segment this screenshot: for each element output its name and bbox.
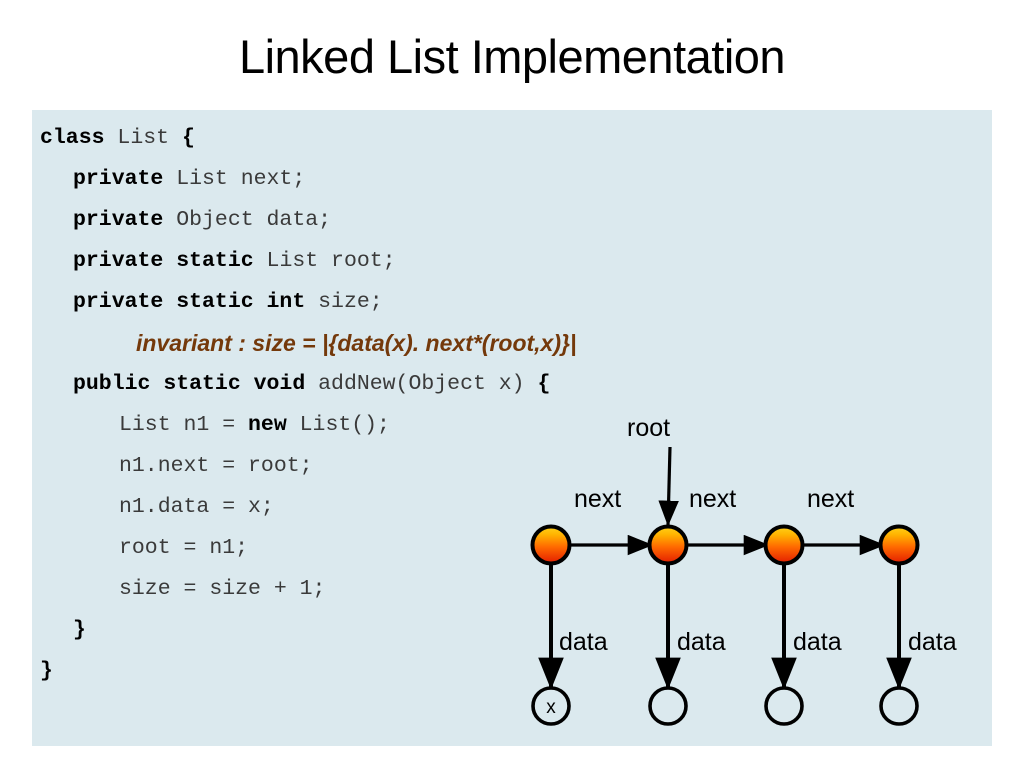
code-keyword: { [181,126,195,150]
data-node-2 [648,686,688,726]
code-keyword: { [537,372,551,396]
data-node-1 [531,686,571,726]
code-keyword: } [73,618,86,642]
code-panel: class List {private List next;private Ob… [32,110,992,746]
code-line: } [40,610,600,651]
data-node-1-value: x [546,697,556,718]
page-title: Linked List Implementation [238,30,786,83]
code-text: size = size + 1; [119,577,326,601]
code-line: private List next; [40,159,600,200]
code-text: List next; [176,167,306,191]
data-label-4: data [908,628,957,656]
code-listing: class List {private List next;private Ob… [40,118,600,692]
code-text: addNew(Object x) [318,372,538,396]
code-keyword: public static void [73,372,319,396]
code-line: } [40,651,600,692]
code-text: size; [318,290,383,314]
data-node-3 [764,686,804,726]
code-keyword: } [40,659,53,683]
code-keyword: private [73,208,177,232]
code-line: n1.data = x; [40,487,600,528]
data-label-2: data [677,628,726,656]
data-node-4 [879,686,919,726]
next-label-2: next [689,485,736,513]
code-line: private static int size; [40,282,600,323]
code-keyword: class [40,126,118,150]
list-node-2 [647,524,689,566]
root-label: root [627,414,670,442]
code-line: List n1 = new List(); [40,405,600,446]
code-line: size = size + 1; [40,569,600,610]
code-text: List root; [266,249,396,273]
root-pointer-arrow [658,446,679,527]
code-line: class List { [40,118,600,159]
code-text: Object data; [176,208,332,232]
code-line: n1.next = root; [40,446,600,487]
code-text: List n1 = [119,413,249,437]
code-line: private Object data; [40,200,600,241]
data-label-3: data [793,628,842,656]
code-keyword: private static int [73,290,319,314]
next-label-3: next [807,485,854,513]
code-text: n1.next = root; [119,454,313,478]
list-node-4 [878,524,920,566]
code-keyword: private [73,167,177,191]
code-text: List [117,126,182,150]
code-line: public static void addNew(Object x) { [40,364,600,405]
code-text: n1.data = x; [119,495,274,519]
invariant-annotation: invariant : size = |{data(x). next*(root… [136,330,577,356]
code-keyword: private static [73,249,267,273]
code-line: root = n1; [40,528,600,569]
code-line: private static List root; [40,241,600,282]
code-text: root = n1; [119,536,249,560]
list-node-3 [763,524,805,566]
code-keyword: new [248,413,300,437]
code-text: List(); [299,413,390,437]
